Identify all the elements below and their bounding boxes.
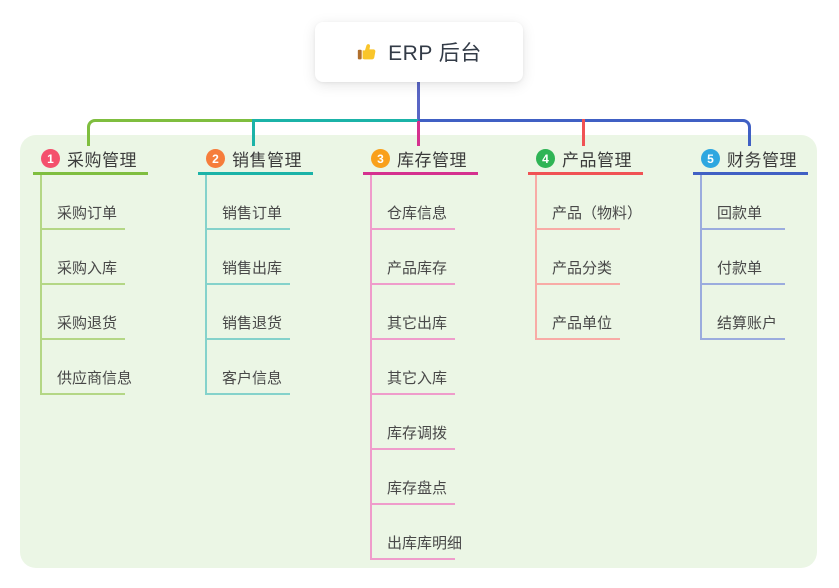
branch-label: 财务管理 [727, 151, 797, 170]
root-node[interactable]: ERP 后台 [315, 22, 523, 82]
branches-background-panel [20, 135, 817, 568]
child-node[interactable]: 采购订单 [33, 175, 148, 230]
child-node[interactable]: 产品分类 [528, 230, 643, 285]
child-node[interactable]: 采购入库 [33, 230, 148, 285]
branch-children: 仓库信息 产品库存 其它出库 其它入库 库存调拨 库存盘点 出库库明细 [363, 175, 478, 560]
branch-children: 回款单 付款单 结算账户 [693, 175, 808, 340]
child-label: 结算账户 [717, 315, 778, 332]
child-node[interactable]: 其它入库 [363, 340, 478, 395]
child-label: 产品库存 [387, 260, 448, 277]
branch-title-node[interactable]: 4 产品管理 [528, 145, 643, 175]
branch-number-badge: 2 [206, 149, 225, 168]
branch-title-node[interactable]: 1 采购管理 [33, 145, 148, 175]
branch1-elbow-connector [87, 119, 253, 146]
root-connector-line [417, 82, 420, 121]
child-node[interactable]: 出库库明细 [363, 505, 478, 560]
branch-label: 采购管理 [67, 151, 137, 170]
child-node[interactable]: 结算账户 [693, 285, 808, 340]
branch4-drop-connector [582, 119, 585, 146]
child-label: 库存盘点 [387, 480, 448, 497]
branch-children: 采购订单 采购入库 采购退货 供应商信息 [33, 175, 148, 395]
branch2-elbow-connector [252, 119, 418, 146]
thumbs-up-icon [356, 41, 378, 63]
child-label: 其它出库 [387, 315, 448, 332]
child-label: 付款单 [717, 260, 763, 277]
child-label: 产品（物料） [552, 205, 643, 222]
branch-label: 库存管理 [397, 151, 467, 170]
branch-number-badge: 5 [701, 149, 720, 168]
branch3-drop-connector [417, 121, 420, 146]
branch-product: 4 产品管理 产品（物料） 产品分类 产品单位 [528, 145, 643, 340]
child-node[interactable]: 产品单位 [528, 285, 643, 340]
child-label: 出库库明细 [387, 535, 463, 552]
branch-sales: 2 销售管理 销售订单 销售出库 销售退货 客户信息 [198, 145, 313, 395]
child-label: 销售订单 [222, 205, 283, 222]
branch-title-node[interactable]: 5 财务管理 [693, 145, 808, 175]
root-node-title: ERP 后台 [388, 42, 482, 65]
branch-label: 销售管理 [232, 151, 302, 170]
branch-label: 产品管理 [562, 151, 632, 170]
child-label: 回款单 [717, 205, 763, 222]
branch-inventory: 3 库存管理 仓库信息 产品库存 其它出库 其它入库 库存调拨 库存盘点 出库库… [363, 145, 478, 560]
child-node[interactable]: 其它出库 [363, 285, 478, 340]
child-label: 库存调拨 [387, 425, 448, 442]
child-node[interactable]: 产品库存 [363, 230, 478, 285]
child-label: 销售退货 [222, 315, 283, 332]
child-label: 其它入库 [387, 370, 448, 387]
child-node[interactable]: 销售订单 [198, 175, 313, 230]
branch-number-badge: 4 [536, 149, 555, 168]
child-label: 客户信息 [222, 370, 283, 387]
child-label: 采购订单 [57, 205, 118, 222]
branch-finance: 5 财务管理 回款单 付款单 结算账户 [693, 145, 808, 340]
child-node[interactable]: 客户信息 [198, 340, 313, 395]
branch-title-node[interactable]: 2 销售管理 [198, 145, 313, 175]
child-node[interactable]: 供应商信息 [33, 340, 148, 395]
branch-children: 销售订单 销售出库 销售退货 客户信息 [198, 175, 313, 395]
branch-children: 产品（物料） 产品分类 产品单位 [528, 175, 643, 340]
child-label: 采购入库 [57, 260, 118, 277]
child-node[interactable]: 库存盘点 [363, 450, 478, 505]
child-node[interactable]: 销售出库 [198, 230, 313, 285]
branch-number-badge: 3 [371, 149, 390, 168]
child-node[interactable]: 采购退货 [33, 285, 148, 340]
branch-purchase: 1 采购管理 采购订单 采购入库 采购退货 供应商信息 [33, 145, 148, 395]
branch-title-node[interactable]: 3 库存管理 [363, 145, 478, 175]
child-label: 采购退货 [57, 315, 118, 332]
child-label: 销售出库 [222, 260, 283, 277]
child-label: 仓库信息 [387, 205, 448, 222]
child-node[interactable]: 销售退货 [198, 285, 313, 340]
child-label: 产品单位 [552, 315, 613, 332]
child-node[interactable]: 付款单 [693, 230, 808, 285]
child-node[interactable]: 产品（物料） [528, 175, 643, 230]
child-label: 产品分类 [552, 260, 613, 277]
child-node[interactable]: 库存调拨 [363, 395, 478, 450]
child-label: 供应商信息 [57, 370, 133, 387]
child-node[interactable]: 回款单 [693, 175, 808, 230]
child-node[interactable]: 仓库信息 [363, 175, 478, 230]
branch-number-badge: 1 [41, 149, 60, 168]
